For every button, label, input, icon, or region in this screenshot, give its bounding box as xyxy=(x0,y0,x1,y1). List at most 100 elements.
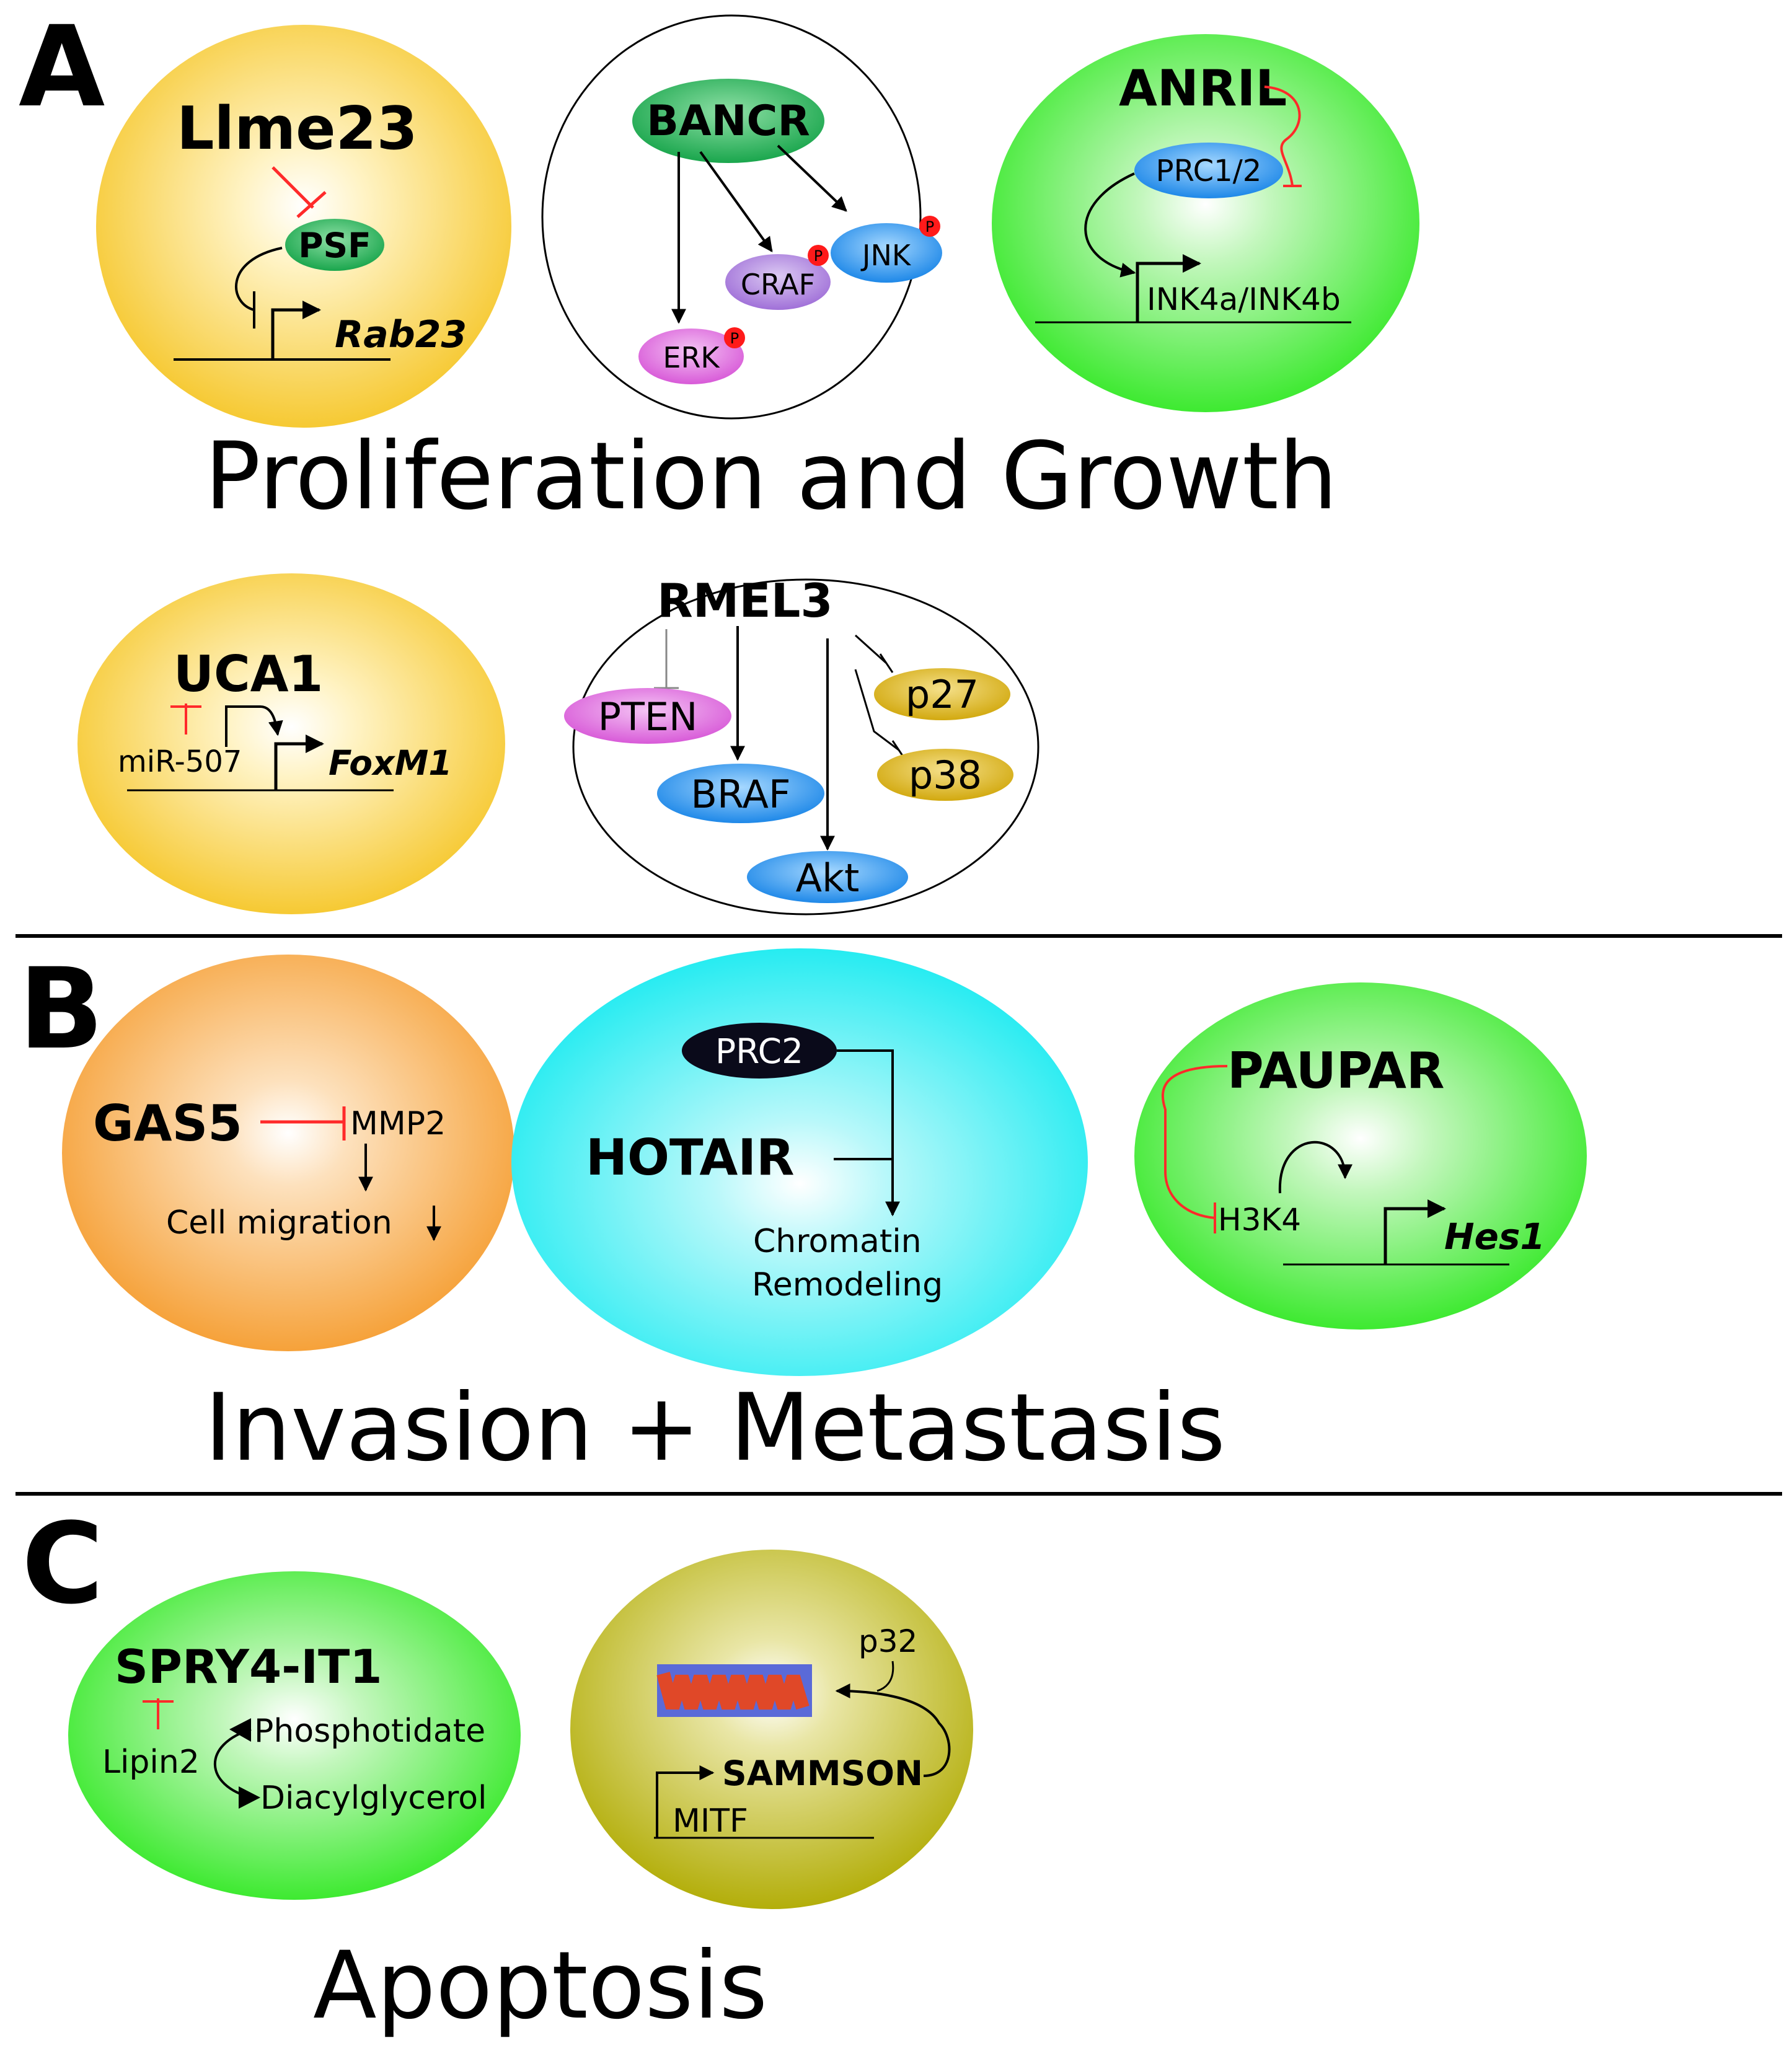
spry4-inhibits-lipin2 xyxy=(143,1698,174,1729)
anril-inhibits-prc xyxy=(1264,86,1302,187)
h3k4-loop-arrow xyxy=(1278,1141,1353,1194)
gas5-label: GAS5 xyxy=(93,1095,242,1152)
paupar-label: PAUPAR xyxy=(1227,1042,1445,1100)
lipin2-label: Lipin2 xyxy=(102,1744,200,1781)
llme23-label: Llme23 xyxy=(177,95,418,163)
panel-b-caption: Invasion + Metastasis xyxy=(205,1374,1225,1482)
craf-phospho-label: P xyxy=(814,247,823,265)
p38-protein xyxy=(877,749,1013,801)
akt-protein xyxy=(747,851,908,903)
anril-cell-body xyxy=(992,34,1419,412)
erk-phospho-label: P xyxy=(730,330,739,347)
mir507-loop-arrow xyxy=(225,705,283,747)
mitf-promoter-arrow xyxy=(656,1765,715,1838)
spry4-it1-cell: SPRY4-IT1 Lipin2 Phosphotidate Diacylgly… xyxy=(68,1571,521,1900)
cell-migration-label: Cell migration xyxy=(166,1204,392,1242)
p32-link xyxy=(876,1661,894,1692)
uca1-label: UCA1 xyxy=(174,645,323,703)
jnk-phospho-label: P xyxy=(925,218,934,236)
lipin2-conversion-curve xyxy=(213,1728,252,1799)
psf-protein xyxy=(285,219,384,271)
rmel3-inhibits-pten xyxy=(654,629,679,689)
pten-label: PTEN xyxy=(598,694,698,739)
ink4-promoter-arrow xyxy=(1136,254,1201,322)
sammson-cell-body xyxy=(570,1550,973,1909)
sammson-to-mitochondrion-arrow xyxy=(835,1683,951,1777)
phosphotidate-label: Phosphotidate xyxy=(254,1713,485,1750)
bancr-to-jnk-arrow xyxy=(777,144,847,212)
ink4-gene-label: INK4a/INK4b xyxy=(1147,281,1341,317)
pten-protein xyxy=(564,688,731,744)
mitf-label: MITF xyxy=(673,1802,748,1840)
hotair-label: HOTAIR xyxy=(586,1129,795,1186)
prc12-label: PRC1/2 xyxy=(1156,154,1262,188)
diacylglycerol-arrowhead xyxy=(239,1786,260,1809)
panel-b-letter: B xyxy=(19,945,104,1074)
bancr-cell: BANCR CRAF P JNK P ERK P xyxy=(541,14,942,420)
sammson-cell: p32 SAMMSON MITF xyxy=(570,1550,973,1909)
spry4-it1-label: SPRY4-IT1 xyxy=(115,1639,382,1694)
hotair-cell: PRC2 HOTAIR Chromatin Remodeling xyxy=(511,948,1088,1376)
erk-phospho-marker xyxy=(724,327,745,348)
jnk-phospho-marker xyxy=(919,216,940,237)
erk-label: ERK xyxy=(663,341,720,374)
llme23-inhibits-psf xyxy=(271,166,327,218)
hes1-promoter-arrow xyxy=(1384,1199,1446,1264)
paupar-inhibits-h3k4 xyxy=(1161,1065,1228,1233)
anril-cell: ANRIL PRC1/2 INK4a/INK4b xyxy=(992,34,1419,412)
p32-label: p32 xyxy=(858,1623,917,1659)
gas5-inhibits-mmp2 xyxy=(260,1106,346,1141)
prc2-label: PRC2 xyxy=(715,1031,803,1071)
bancr-to-craf-arrow xyxy=(699,151,773,252)
jnk-label: JNK xyxy=(860,239,912,272)
rmel3-cell: RMEL3 PTEN BRAF Akt p27 p38 xyxy=(564,573,1039,915)
gas5-cell-body xyxy=(62,955,514,1351)
bancr-label: BANCR xyxy=(647,97,810,146)
braf-label: BRAF xyxy=(691,772,790,817)
p27-label: p27 xyxy=(906,672,979,717)
chromatin-label: Chromatin xyxy=(753,1223,922,1260)
paupar-cell: PAUPAR H3K4 Hes1 xyxy=(1134,982,1587,1330)
akt-label: Akt xyxy=(796,855,860,901)
panel-a-caption: Proliferation and Growth xyxy=(205,423,1338,531)
foxm1-gene-label: FoxM1 xyxy=(329,743,452,783)
craf-label: CRAF xyxy=(741,268,815,301)
phosphotidate-arrowhead xyxy=(229,1718,251,1742)
uca1-cell: UCA1 miR-507 FoxM1 xyxy=(77,573,505,914)
rab23-gene-label: Rab23 xyxy=(335,313,467,356)
rmel3-inhibits-p27 xyxy=(854,634,894,673)
p38-label: p38 xyxy=(909,752,982,798)
spry4-it1-cell-body xyxy=(68,1571,521,1900)
bancr-lncrna xyxy=(632,79,824,163)
jnk-protein xyxy=(831,223,942,283)
diacylglycerol-label: Diacylglycerol xyxy=(260,1780,487,1817)
rmel3-label: RMEL3 xyxy=(657,573,833,628)
mmp2-label: MMP2 xyxy=(350,1105,446,1142)
mir507-label: miR-507 xyxy=(118,744,242,779)
panel-c-caption: Apoptosis xyxy=(313,1932,767,2040)
braf-protein xyxy=(657,764,824,823)
llme23-cell: Llme23 PSF Rab23 xyxy=(96,25,511,428)
uca1-inhibits-mir507 xyxy=(170,704,201,735)
prc12-acts-on-ink4 xyxy=(1084,172,1136,278)
rab23-promoter-arrow xyxy=(271,301,321,360)
craf-phospho-marker xyxy=(808,245,829,266)
hes1-gene-label: Hes1 xyxy=(1444,1216,1545,1258)
psf-represses-rab23 xyxy=(235,247,283,329)
sammson-label: SAMMSON xyxy=(722,1754,923,1793)
paupar-cell-body xyxy=(1134,982,1587,1330)
psf-label: PSF xyxy=(298,226,371,265)
panel-a-letter: A xyxy=(19,2,105,132)
p27-protein xyxy=(874,668,1010,720)
prc2-protein xyxy=(682,1023,837,1079)
remodeling-label: Remodeling xyxy=(752,1266,943,1304)
foxm1-promoter-arrow xyxy=(274,735,324,790)
hotair-cell-body xyxy=(511,948,1088,1376)
craf-protein xyxy=(725,254,831,310)
anril-label: ANRIL xyxy=(1119,60,1287,117)
mitochondrion-cristae xyxy=(656,1672,810,1710)
h3k4-label: H3K4 xyxy=(1218,1202,1301,1238)
prc12-protein xyxy=(1134,143,1283,198)
erk-protein xyxy=(638,329,744,384)
